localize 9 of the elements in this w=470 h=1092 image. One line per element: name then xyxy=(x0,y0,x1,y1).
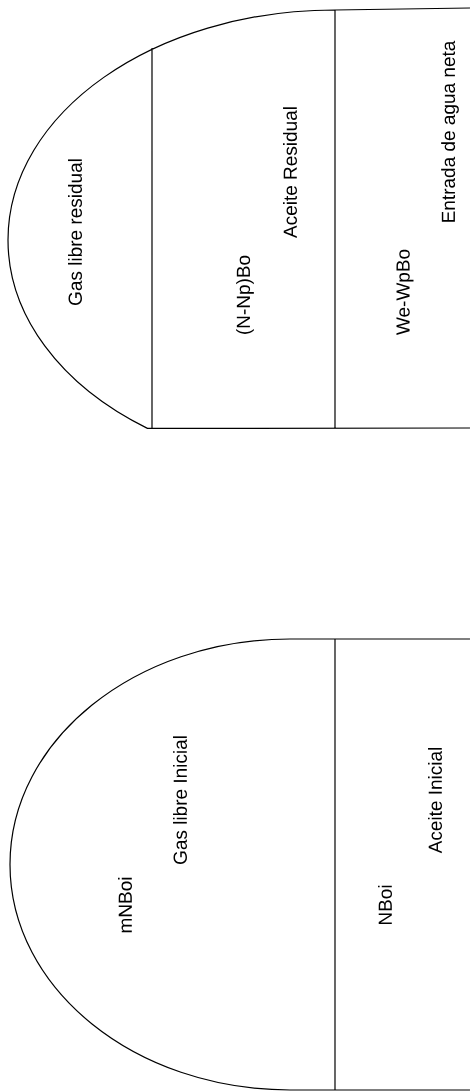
zone-label: NBoi xyxy=(378,885,392,925)
zone-label: Gas libre Inicial xyxy=(173,736,187,864)
zone-label: Gas libre residual xyxy=(68,159,82,305)
zone-label: (N-Np)Bo xyxy=(236,255,254,334)
zone-label: Entrada de agua neta xyxy=(441,40,459,222)
zone-label: We-WpBo xyxy=(396,249,414,336)
zone-label: Aceite Residual xyxy=(283,107,297,238)
zone-label: mNBoi xyxy=(118,877,132,933)
zone-label: Aceite Inicial xyxy=(428,748,442,854)
